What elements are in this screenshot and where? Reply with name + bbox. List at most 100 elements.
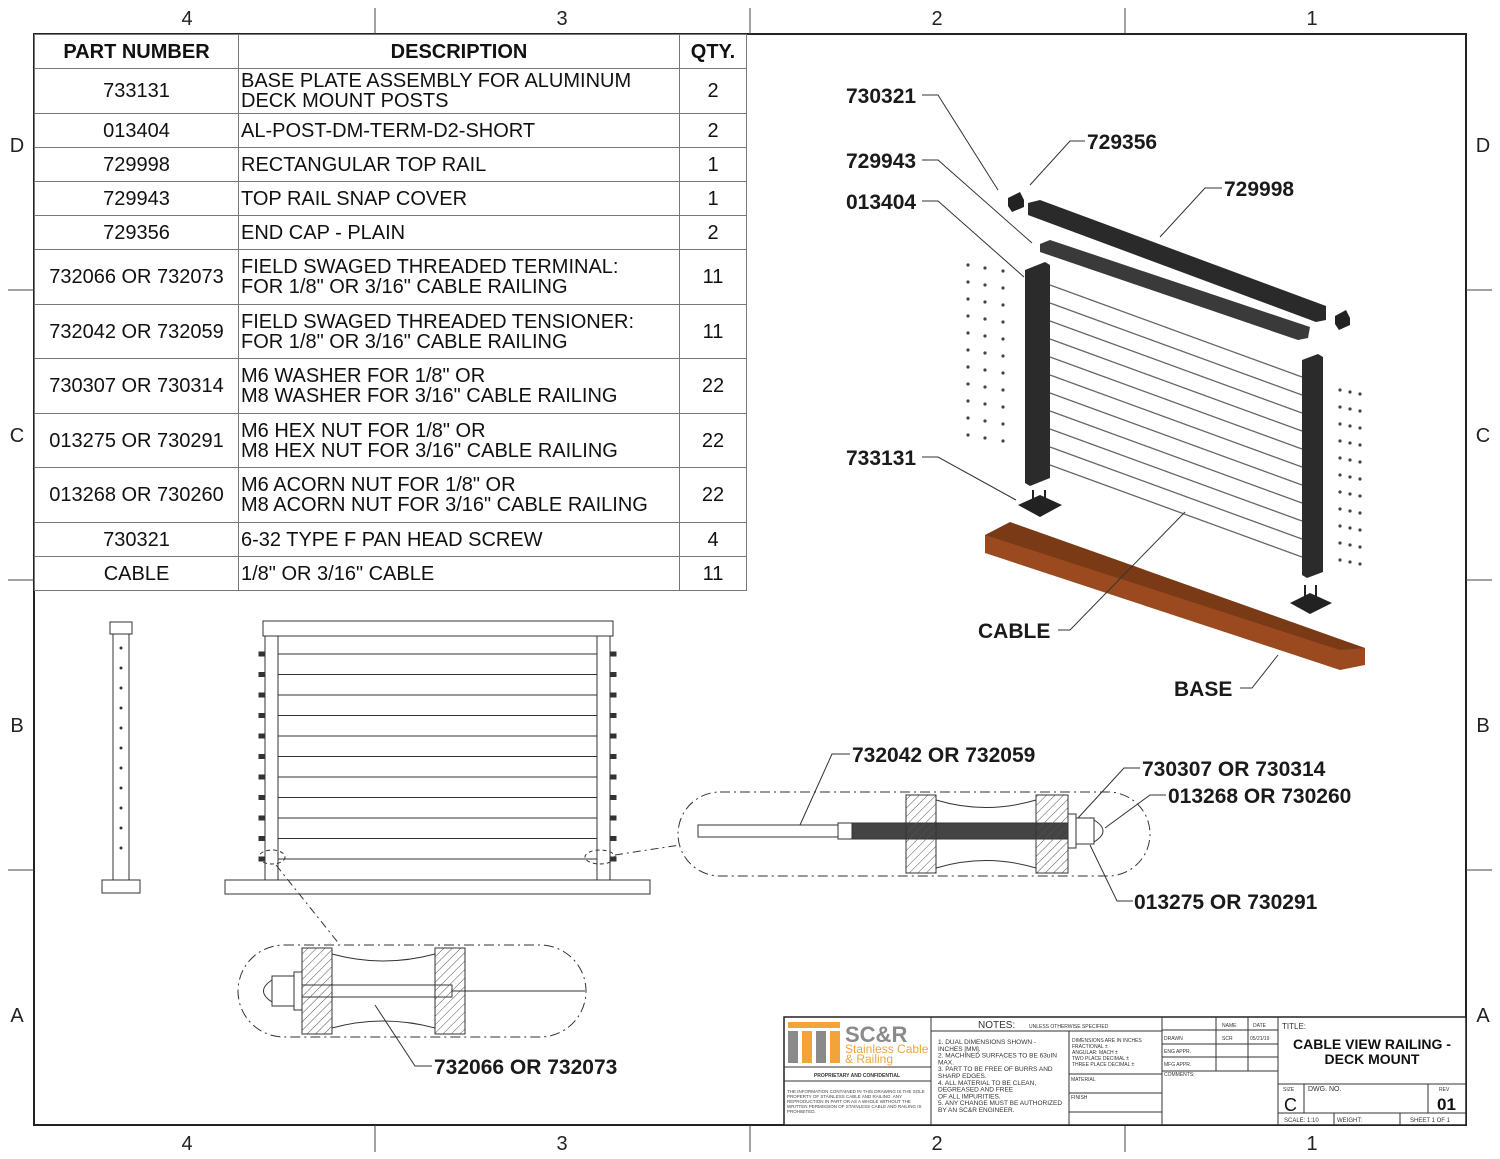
cable-fitting: [609, 836, 617, 841]
part-number-cell: 729998: [34, 147, 239, 182]
description-cell: END CAP - PLAIN: [238, 215, 680, 250]
zone-col-4: 4: [181, 8, 192, 30]
hardware-dot: [1358, 511, 1362, 515]
proprietary-text: THE INFORMATION CONTAINED IN THIS DRAWIN…: [787, 1089, 925, 1114]
notes-label: NOTES:: [978, 1020, 1015, 1031]
cable-fitting: [609, 856, 617, 862]
description-cell: M6 HEX NUT FOR 1/8" OR M8 HEX NUT FOR 3/…: [238, 413, 680, 468]
cable-fitting: [258, 836, 266, 841]
zone-row-d-right: D: [1476, 135, 1490, 157]
hardware-dot: [1358, 392, 1362, 396]
tolerance-line: THREE PLACE DECIMAL ±: [1072, 1062, 1135, 1068]
callout-729943: 729943: [846, 150, 916, 173]
note-line: 5. ANY CHANGE MUST BE AUTHORIZED: [938, 1100, 1062, 1107]
zone-row-c: C: [10, 425, 24, 447]
comments-label: COMMENTS:: [1164, 1072, 1195, 1078]
part-number-cell: 730307 OR 730314: [34, 358, 239, 414]
iso-cable: [1049, 374, 1303, 468]
top-rail: [1028, 200, 1326, 322]
part-number-cell: 013275 OR 730291: [34, 413, 239, 468]
zone-row-a: A: [10, 1005, 24, 1027]
callout-729998: 729998: [1224, 178, 1294, 201]
finish-label: FINISH: [1071, 1095, 1088, 1101]
hardware-dot: [1001, 303, 1005, 307]
sheet-number: SHEET 1 OF 1: [1410, 1118, 1451, 1124]
note-line: OF ALL IMPURITIES.: [938, 1093, 1001, 1100]
logo-line1: Stainless Cable: [845, 1042, 929, 1056]
description-cell: FIELD SWAGED THREADED TENSIONER: FOR 1/8…: [238, 304, 680, 359]
description-cell: TOP RAIL SNAP COVER: [238, 181, 680, 216]
zone-row-c-right: C: [1476, 425, 1490, 447]
end-cap-left: [1008, 192, 1024, 212]
cable-hole: [119, 726, 123, 730]
part-number-cell: 730321: [34, 522, 239, 557]
hardware-dot: [1338, 456, 1342, 460]
hardware-dot: [1348, 424, 1352, 428]
zone-col-2-bottom: 2: [931, 1133, 942, 1155]
hardware-dot: [1001, 286, 1005, 290]
hardware-dot: [1001, 439, 1005, 443]
top-rail-snap-cover: [1040, 240, 1310, 340]
hardware-dot: [983, 385, 987, 389]
description-cell: M6 WASHER FOR 1/8" OR M8 WASHER FOR 3/16…: [238, 358, 680, 414]
hardware-dot: [1001, 320, 1005, 324]
hardware-dot: [966, 263, 970, 267]
right-post: [1302, 354, 1323, 578]
hardware-dot: [1338, 439, 1342, 443]
hardware-dot: [1348, 407, 1352, 411]
iso-cable: [1049, 392, 1303, 486]
cable-hole: [119, 646, 123, 650]
drawn-name: SCR: [1222, 1036, 1233, 1042]
cable-fitting: [258, 713, 266, 718]
hardware-dot: [983, 266, 987, 270]
hardware-dot: [1348, 390, 1352, 394]
part-number-cell: 013268 OR 730260: [34, 467, 239, 523]
part-number-cell: 729943: [34, 181, 239, 216]
hardware-dot: [966, 280, 970, 284]
header-description: DESCRIPTION: [238, 34, 680, 69]
hardware-dot: [1348, 458, 1352, 462]
iso-cable: [1049, 428, 1303, 522]
part-number-cell: 013404: [34, 113, 239, 148]
material-label: MATERIAL: [1071, 1077, 1096, 1083]
notes-subtitle: UNLESS OTHERWISE SPECIFIED: [1029, 1024, 1109, 1030]
hardware-dot: [1001, 371, 1005, 375]
note-line: SHARP EDGES.: [938, 1073, 987, 1080]
hardware-dot: [1338, 541, 1342, 545]
isometric-exploded-view: [966, 192, 1365, 670]
right-base-plate: [1290, 593, 1332, 614]
cable-fitting: [609, 713, 617, 718]
callout-013404: 013404: [846, 191, 916, 214]
hardware-dot: [1338, 422, 1342, 426]
hardware-dot: [1338, 405, 1342, 409]
note-line: MAX.: [938, 1059, 954, 1066]
hardware-dot: [983, 402, 987, 406]
tolerance-line: DIMENSIONS ARE IN INCHES: [1072, 1038, 1142, 1044]
hardware-dot: [1338, 473, 1342, 477]
header-part-number: PART NUMBER: [34, 34, 239, 69]
cable-hole: [119, 666, 123, 670]
callout-base: BASE: [1174, 678, 1232, 701]
iso-cable: [1049, 302, 1303, 396]
cable-fitting: [258, 795, 266, 800]
cable-fitting: [609, 692, 617, 698]
qty-cell: 11: [679, 304, 747, 359]
tolerance-line: FRACTIONAL ±: [1072, 1044, 1108, 1050]
drawn-date: 05/21/19: [1250, 1036, 1270, 1042]
hardware-dot: [1348, 509, 1352, 513]
date-header: DATE: [1253, 1023, 1267, 1029]
callout-washer: 730307 OR 730314: [1142, 758, 1326, 781]
rev-label: REV: [1439, 1087, 1450, 1093]
hardware-dot: [983, 317, 987, 321]
hardware-dot: [1348, 492, 1352, 496]
cable-fitting: [609, 754, 617, 759]
terminal-detail: [237, 944, 587, 1038]
header-qty: QTY.: [679, 34, 747, 69]
